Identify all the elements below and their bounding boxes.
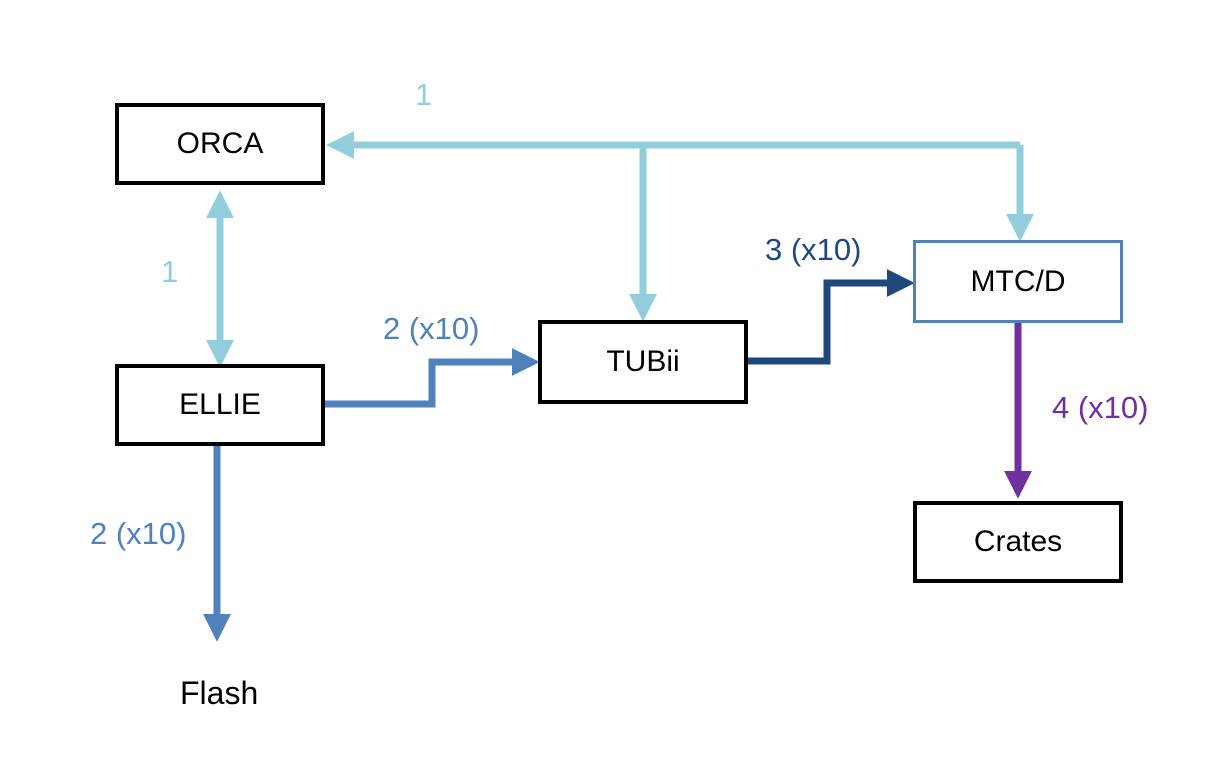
orca-label: ORCA [176,127,264,160]
crates-node: Crates [913,501,1123,583]
tubii-node: TUBii [538,320,748,404]
ellie-flash-label: 2 (x10) [90,516,187,551]
ellie-tubii-label: 2 (x10) [383,311,480,346]
mtcd-node: MTC/D [913,240,1123,323]
tubii-mtcd-wire [746,269,915,365]
orca-broadcast-label: 1 [415,77,433,112]
tubii-mtcd-label: 3 (x10) [765,232,862,267]
mtcd-crates-label: 4 (x10) [1052,390,1149,425]
tubii-label: TUBii [606,345,680,378]
ellie-tubii-wire [323,348,540,408]
ellie-label: ELLIE [179,388,261,421]
flash-label: Flash [180,675,259,711]
mtcd-label: MTC/D [970,264,1066,298]
ellie-node: ELLIE [115,364,325,446]
crates-label: Crates [973,525,1063,558]
orca-ellie-label: 1 [161,254,179,289]
orca-node: ORCA [115,103,325,185]
